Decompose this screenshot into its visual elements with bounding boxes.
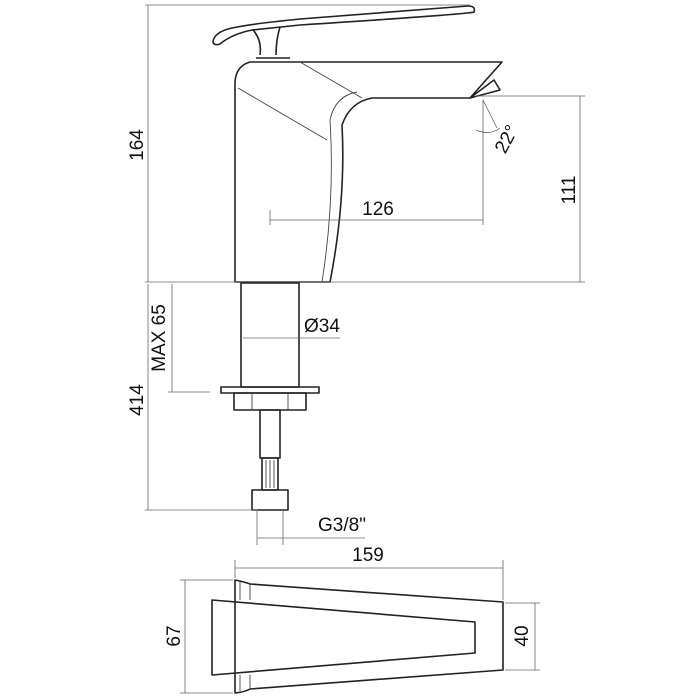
shank bbox=[240, 282, 300, 388]
dim-spout-angle: 22° bbox=[491, 122, 523, 157]
body-contour-line bbox=[237, 61, 363, 283]
supply-pipe bbox=[259, 409, 281, 459]
dim-top-width-base: 67 bbox=[164, 625, 185, 646]
crimp-ridges bbox=[265, 460, 275, 488]
aerator bbox=[469, 79, 501, 99]
mounting-flange bbox=[220, 386, 320, 394]
faucet-underside bbox=[220, 282, 320, 511]
top-inner-outline bbox=[211, 599, 476, 676]
dim-spout-height: 111 bbox=[559, 176, 580, 205]
nut-facets bbox=[251, 393, 289, 410]
faucet-top-view bbox=[211, 579, 504, 694]
dim-top-length: 159 bbox=[352, 545, 384, 566]
top-outline bbox=[234, 579, 504, 694]
dim-overall-with-hose: 414 bbox=[127, 384, 148, 416]
top-contour bbox=[239, 582, 251, 691]
faucet-body bbox=[234, 61, 503, 283]
dim-shank-diameter: Ø34 bbox=[304, 316, 340, 337]
dim-connection-thread: G3/8" bbox=[318, 515, 366, 536]
lever-handle bbox=[212, 5, 476, 46]
dim-total-height: 164 bbox=[127, 129, 148, 161]
lever-stem bbox=[252, 26, 290, 59]
dim-spout-reach: 126 bbox=[362, 199, 394, 220]
dim-top-width-tip: 40 bbox=[512, 625, 533, 646]
dim-max-deck-thickness: MAX 65 bbox=[149, 304, 170, 372]
dimension-lines bbox=[145, 5, 581, 694]
faucet-side-view bbox=[145, 4, 585, 283]
fixing-nut bbox=[233, 392, 307, 411]
hose-hex-nut bbox=[251, 489, 289, 511]
